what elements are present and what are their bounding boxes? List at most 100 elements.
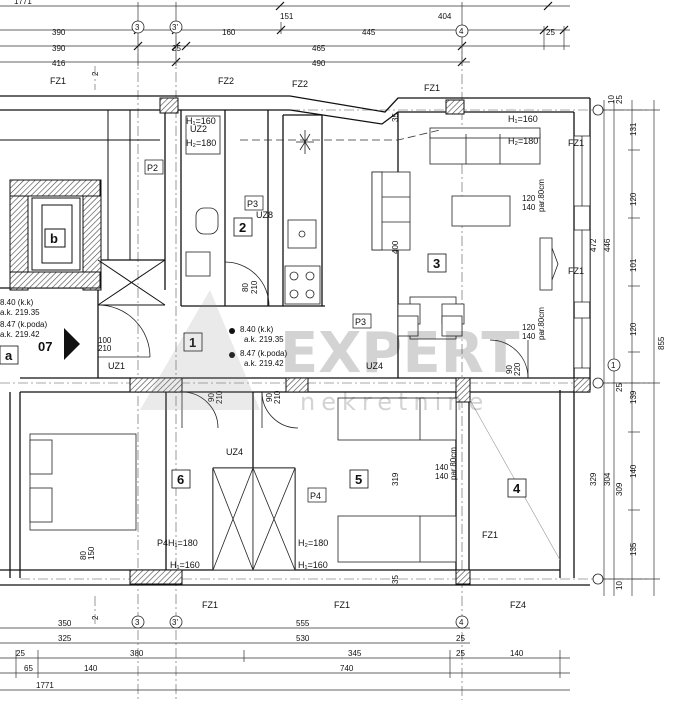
tv-unit bbox=[539, 237, 553, 291]
shower bbox=[185, 115, 221, 155]
entry-arrow bbox=[64, 328, 80, 360]
cab-400: 400 bbox=[391, 240, 400, 254]
parapet-a: par.80cm bbox=[537, 179, 546, 212]
bottom-axis-markers bbox=[131, 615, 469, 629]
tag-fz1-bottom-b: FZ1 bbox=[334, 600, 350, 610]
level-mid-ak1: a.k. 219.35 bbox=[244, 335, 284, 344]
window-140-c: 140 bbox=[435, 463, 449, 472]
level-mid-ak2: a.k. 219.42 bbox=[244, 359, 284, 368]
level-left-ak1: a.k. 219.35 bbox=[0, 308, 40, 317]
height-h1-160-bottom-b: H₁=160 bbox=[298, 560, 328, 570]
dim-right-131: 131 bbox=[629, 122, 638, 136]
tag-uz4-b: UZ4 bbox=[226, 447, 243, 457]
dim-top-445: 445 bbox=[362, 28, 376, 37]
dim-top-390: 390 bbox=[52, 28, 66, 37]
dim-bottom-140a: 140 bbox=[84, 664, 98, 673]
tag-fz1-top-left: FZ1 bbox=[50, 76, 66, 86]
wall-35-bottom: 35 bbox=[391, 575, 400, 584]
dim-top-416: 416 bbox=[52, 59, 66, 68]
tag-fz1-bottom-a: FZ1 bbox=[202, 600, 218, 610]
top-dimension-lines bbox=[0, 2, 570, 66]
overhead-dashed bbox=[240, 129, 441, 141]
level-mid-kk: 8.40 (k.k) bbox=[240, 325, 274, 334]
opening-90-c: 90 bbox=[505, 365, 514, 374]
washbasin bbox=[185, 251, 211, 277]
opening-220: 220 bbox=[513, 362, 522, 376]
tag-fz1-right-a: FZ1 bbox=[568, 138, 584, 148]
watermark-sub: nekretnine bbox=[300, 388, 489, 416]
dim-bottom-345: 345 bbox=[348, 649, 362, 658]
opening-210-c: 210 bbox=[98, 344, 112, 353]
window-140-d: 140 bbox=[435, 472, 449, 481]
tag-uz2: UZ2 bbox=[190, 124, 207, 134]
structural-columns bbox=[9, 97, 591, 585]
axis-3-bottom: 3 bbox=[135, 618, 140, 627]
axis-3p-top: 3' bbox=[172, 23, 178, 32]
tag-fz1-top-right: FZ1 bbox=[424, 83, 440, 93]
dim-right-120a: 120 bbox=[629, 192, 638, 206]
room-b-badge bbox=[44, 228, 66, 248]
axis-2-top: 2 bbox=[91, 71, 100, 76]
wall-35-top: 35 bbox=[391, 113, 400, 122]
axis-3-top: 3 bbox=[135, 23, 140, 32]
room-badges bbox=[0, 217, 527, 498]
axis-2-bottom: 2 bbox=[91, 615, 100, 620]
dim-right-309: 309 bbox=[615, 482, 624, 496]
height-h2-180-living: H₂=180 bbox=[508, 136, 538, 146]
dim-right-25b: 25 bbox=[615, 383, 624, 392]
dim-top-490: 490 bbox=[312, 59, 326, 68]
dim-top-160: 160 bbox=[222, 28, 236, 37]
tag-p2: P2 bbox=[147, 163, 158, 173]
elevator-shaft bbox=[0, 110, 166, 306]
room-b-label: b bbox=[50, 231, 58, 246]
opening-210-a: 210 bbox=[215, 390, 224, 404]
tag-p4: P4 bbox=[310, 491, 321, 501]
dim-right-855: 855 bbox=[657, 336, 666, 350]
window-140-a: 140 bbox=[522, 203, 536, 212]
level-markers bbox=[229, 328, 235, 358]
room-6: 6 bbox=[177, 472, 184, 487]
dim-right-446: 446 bbox=[603, 238, 612, 252]
dim-right-304: 304 bbox=[603, 472, 612, 486]
dim-right-135: 135 bbox=[629, 542, 638, 556]
tag-uz4-a: UZ4 bbox=[366, 361, 383, 371]
dim-bottom-25a: 25 bbox=[456, 634, 465, 643]
watermark-brand: EXPERT bbox=[280, 321, 520, 386]
level-left-ak2: a.k. 219.42 bbox=[0, 330, 40, 339]
tag-p4-box bbox=[307, 487, 327, 503]
dim-top-total: 1771 bbox=[14, 0, 32, 6]
dim-bottom-350: 350 bbox=[58, 619, 72, 628]
dim-right-10b: 10 bbox=[615, 581, 624, 590]
room-5: 5 bbox=[355, 472, 362, 487]
door-swings bbox=[97, 261, 529, 429]
tag-p3-a: P3 bbox=[247, 199, 258, 209]
opening-90-a: 90 bbox=[207, 393, 216, 402]
wall-319: 319 bbox=[391, 472, 400, 486]
opening-210-b: 210 bbox=[273, 390, 282, 404]
sofa-top bbox=[429, 133, 541, 165]
dim-right-140: 140 bbox=[629, 464, 638, 478]
dim-top-390b: 390 bbox=[52, 44, 66, 53]
room-a: a bbox=[5, 348, 13, 363]
dim-bottom-325: 325 bbox=[58, 634, 72, 643]
dim-bottom-530: 530 bbox=[296, 634, 310, 643]
dim-top-25: 25 bbox=[546, 28, 555, 37]
tag-uz1: UZ1 bbox=[108, 361, 125, 371]
bed-5-top bbox=[337, 397, 457, 441]
bottom-dimension-lines bbox=[0, 627, 570, 691]
dim-bottom-25b: 25 bbox=[16, 649, 25, 658]
dim-bottom-740: 740 bbox=[340, 664, 354, 673]
dim-right-139: 139 bbox=[629, 390, 638, 404]
tag-fz2-a: FZ2 bbox=[218, 76, 234, 86]
axis-1-right: 1 bbox=[611, 361, 616, 370]
room-1: 1 bbox=[189, 335, 196, 350]
top-ticks bbox=[133, 1, 569, 67]
axis-4-bottom: 4 bbox=[459, 618, 464, 627]
dim-right-10a: 10 bbox=[607, 95, 616, 104]
dim-top-465: 465 bbox=[312, 44, 326, 53]
dim-bottom-555: 555 bbox=[296, 619, 310, 628]
height-h1-160: H₁=160 bbox=[186, 116, 216, 126]
right-dimension-lines bbox=[595, 100, 660, 596]
parapet-b: par.80cm bbox=[537, 307, 546, 340]
tag-fz4-bottom: FZ4 bbox=[510, 600, 526, 610]
